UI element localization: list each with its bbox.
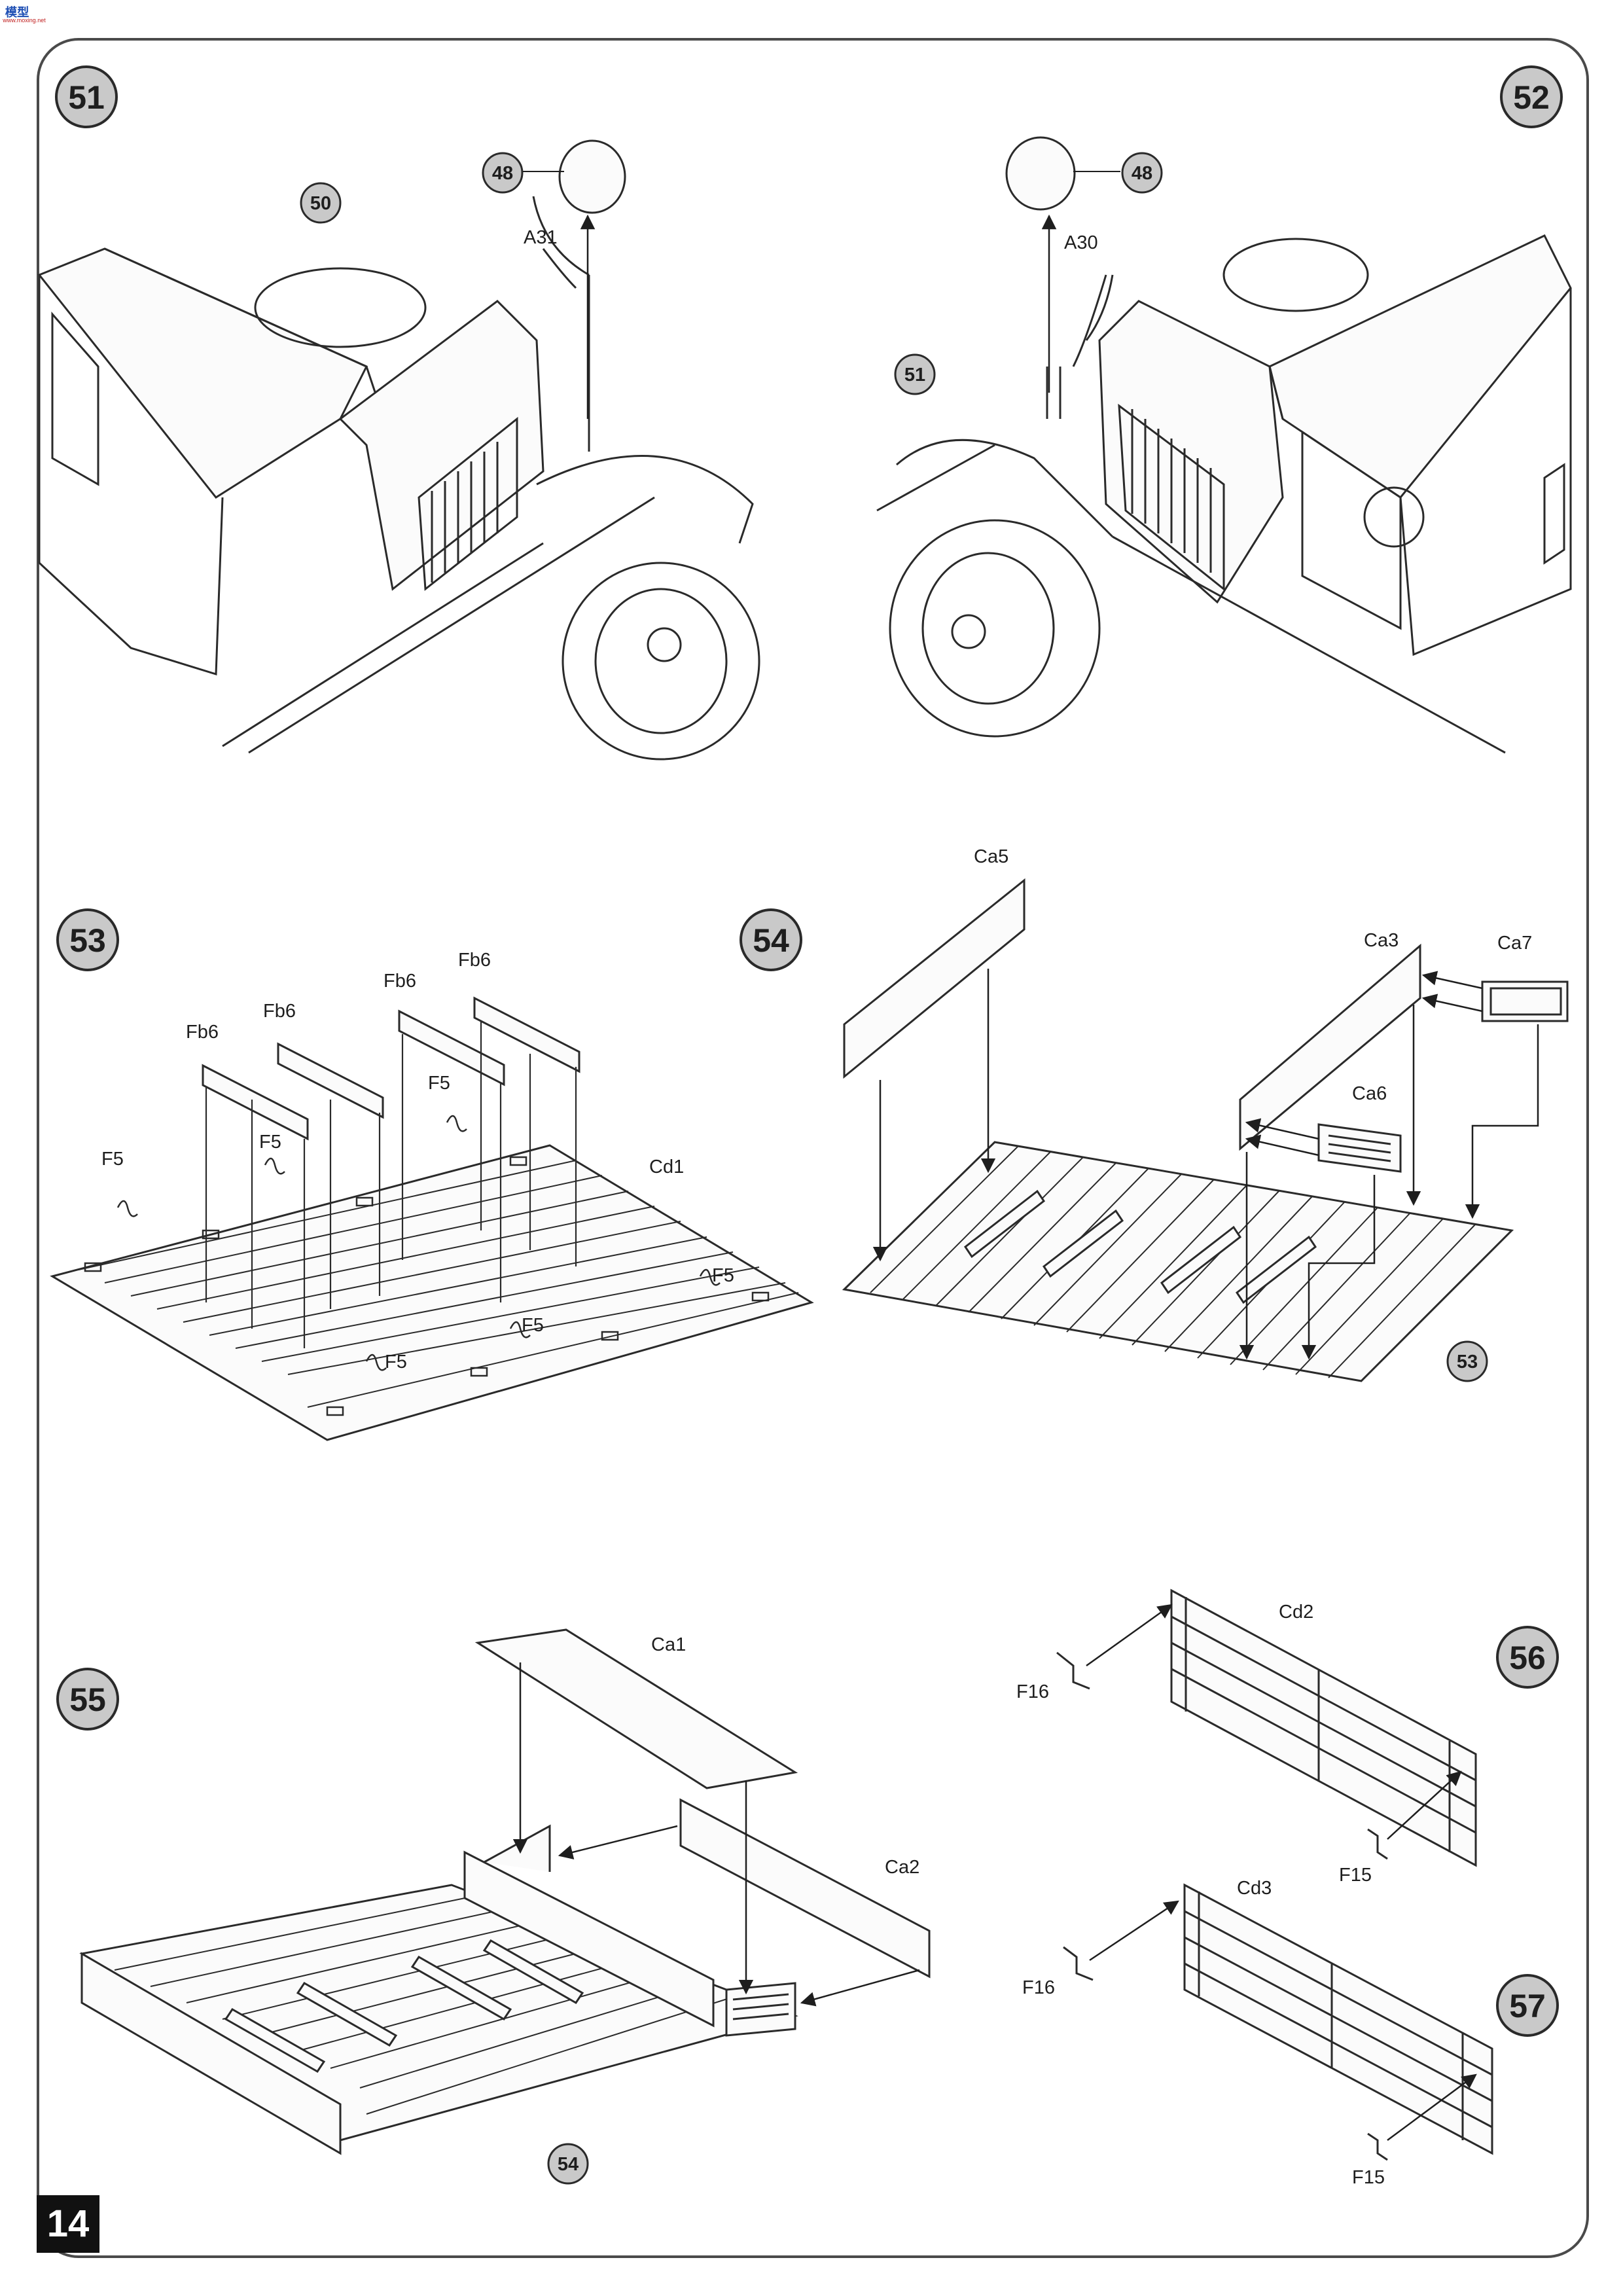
part-ref-50: 50 <box>310 193 331 214</box>
step-number-51: 51 <box>68 79 105 116</box>
label-f5-4: F5 <box>385 1352 407 1372</box>
step-57-arrows <box>1089 1900 1477 2142</box>
step-53-clips <box>84 1115 770 1416</box>
step-badge-54: 54 <box>740 908 802 971</box>
step-number-54: 54 <box>753 922 789 959</box>
step-54-arrows <box>872 969 1539 1360</box>
label-a31: A31 <box>524 227 558 248</box>
step-53-crossbeams <box>202 996 580 1141</box>
step-54-panel-ca6 <box>1317 1123 1402 1173</box>
label-fb6-1: Fb6 <box>186 1022 219 1043</box>
label-ca2: Ca2 <box>885 1857 919 1878</box>
watermark-logo: 模型 <box>5 5 29 19</box>
page-frame <box>37 38 1589 2258</box>
step-55-roof-panel-ca1 <box>474 1628 798 1789</box>
part-ref-53: 53 <box>1457 1352 1478 1372</box>
step-55-rails <box>224 1939 584 2073</box>
step-53-drop-lines <box>205 1021 577 1348</box>
step-number-53: 53 <box>69 922 106 959</box>
label-a30: A30 <box>1064 232 1098 253</box>
step-56-hinges <box>1056 1651 1388 1860</box>
label-ca3: Ca3 <box>1364 930 1399 951</box>
step-54-floor <box>842 1141 1514 1382</box>
step-56-side-board-cd2 <box>1170 1588 1477 1867</box>
step-number-56: 56 <box>1509 1640 1546 1676</box>
label-cd3: Cd3 <box>1237 1878 1272 1899</box>
label-ca7: Ca7 <box>1497 933 1532 954</box>
step-54-panel-ca7 <box>1481 980 1569 1022</box>
label-ca1: Ca1 <box>651 1634 686 1655</box>
label-fb6-4: Fb6 <box>458 950 491 971</box>
step-54-front-board <box>843 878 1026 1079</box>
step-57-hinges <box>1063 1946 1388 2161</box>
step-badge-53: 53 <box>56 908 119 971</box>
label-fb6-2: Fb6 <box>263 1001 296 1022</box>
label-ca5: Ca5 <box>974 846 1008 867</box>
part-ref-48: 48 <box>492 163 513 184</box>
watermark-logo-text: 模型 <box>5 5 29 19</box>
label-f5-3: F5 <box>428 1073 450 1094</box>
part-ref-51: 51 <box>904 365 925 386</box>
step-55-tailgate-block <box>725 1982 796 2037</box>
part-ref-48: 48 <box>1132 163 1152 184</box>
step-51-headlamp <box>558 139 626 214</box>
step-badge-52: 52 <box>1500 65 1563 128</box>
step-52-drawing <box>876 234 1572 754</box>
part-badge-51: 51 <box>894 353 936 395</box>
step-54-rails <box>963 1189 1317 1304</box>
step-number-55: 55 <box>69 1681 106 1718</box>
label-f5-2: F5 <box>259 1132 281 1153</box>
step-badge-51: 51 <box>55 65 118 128</box>
part-badge-54: 54 <box>547 2143 589 2185</box>
step-55-side-board-ca2 <box>679 1798 931 1979</box>
label-f16-57: F16 <box>1022 1977 1055 1998</box>
label-cd1: Cd1 <box>649 1157 684 1177</box>
step-55-arrows <box>512 1662 920 2007</box>
label-ca6: Ca6 <box>1352 1083 1387 1104</box>
label-f15-56: F15 <box>1339 1865 1372 1886</box>
label-f16-56: F16 <box>1016 1681 1049 1702</box>
label-f15-57: F15 <box>1352 2167 1385 2188</box>
step-badge-57: 57 <box>1496 1974 1559 2037</box>
part-badge-50: 50 <box>300 182 342 224</box>
step-54-side-board <box>1239 943 1421 1151</box>
step-53-floor <box>50 1144 814 1441</box>
step-badge-56: 56 <box>1496 1626 1559 1689</box>
page-number: 14 <box>37 2195 99 2253</box>
step-badge-55: 55 <box>56 1668 119 1731</box>
step-51-drawing <box>37 196 760 761</box>
part-badge-48-step51: 48 <box>482 152 524 194</box>
watermark-site: www.moxing.net <box>3 17 46 24</box>
label-f5-5: F5 <box>522 1315 544 1336</box>
part-badge-48-step52: 48 <box>1121 152 1163 194</box>
label-cd2: Cd2 <box>1279 1602 1313 1623</box>
label-f5-6: F5 <box>712 1265 734 1286</box>
step-number-52: 52 <box>1513 79 1550 116</box>
part-badge-53: 53 <box>1446 1340 1488 1382</box>
step-number-57: 57 <box>1509 1988 1546 2024</box>
step-52-headlamp <box>1005 136 1076 211</box>
label-f5-1: F5 <box>101 1149 124 1170</box>
step-56-arrows <box>1086 1604 1462 1840</box>
label-fb6-3: Fb6 <box>383 971 416 992</box>
step-55-side-left <box>80 1952 342 2155</box>
step-57-side-board-cd3 <box>1183 1883 1493 2155</box>
part-ref-54: 54 <box>558 2154 579 2175</box>
